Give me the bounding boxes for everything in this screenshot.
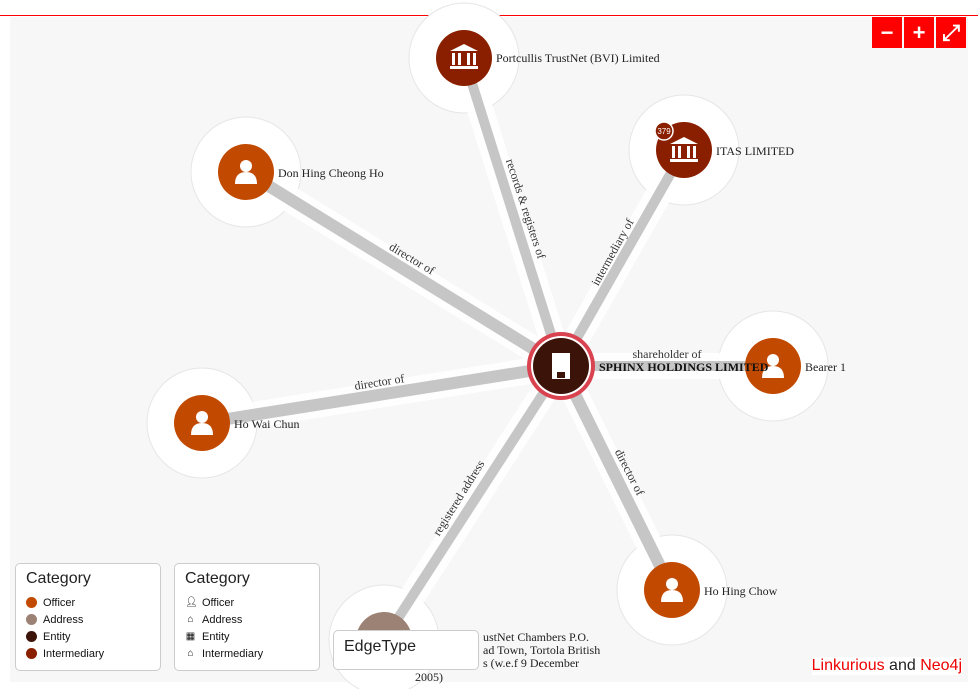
edge-type-legend: EdgeType (333, 630, 479, 670)
center-node-label: SPHINX HOLDINGS LIMITED (599, 360, 769, 374)
badge-count: 379 (657, 127, 671, 136)
legend-label: Intermediary (43, 647, 105, 660)
home-icon: ⌂ (187, 614, 194, 625)
edge-director-don[interactable] (242, 166, 565, 372)
fullscreen-button[interactable]: ⤢ (936, 17, 966, 48)
zoom-out-button[interactable]: − (872, 17, 902, 48)
credit-linkurious[interactable]: Linkurious (811, 657, 885, 674)
legend-item-entity: Entity (26, 628, 150, 645)
legend-title: EdgeType (344, 638, 417, 655)
building-icon (552, 353, 570, 379)
node-ho-hing-chow[interactable]: Ho Hing Chow (644, 562, 778, 618)
node-sphinx-center[interactable]: SPHINX HOLDINGS LIMITED (527, 332, 769, 400)
legend-label: Officer (202, 596, 235, 609)
node-bearer[interactable]: Bearer 1 (745, 338, 846, 394)
node-label: ITAS LIMITED (716, 144, 794, 158)
legend-label: Officer (43, 596, 76, 609)
legend-icon: Category 👤︎ Officer ⌂ Address ▦ Entity ⌂ Int… (174, 563, 320, 671)
credit-and: and (884, 657, 921, 674)
dot-icon (26, 631, 37, 642)
edge-director-wai[interactable] (201, 360, 562, 429)
bank-icon: ⌂ (187, 648, 194, 659)
bank-icon (450, 44, 478, 69)
user-icon (762, 354, 784, 378)
node-label: Ho Wai Chun (234, 417, 299, 431)
legend-item-address: Address (26, 611, 150, 628)
legend-title: Category (26, 570, 91, 587)
zoom-in-button[interactable]: + (904, 17, 934, 48)
count-badge (654, 121, 674, 141)
user-icon (191, 411, 213, 435)
zoom-controls: − + ⤢ (872, 17, 966, 48)
legend-label: Entity (43, 630, 71, 643)
legend-label: Address (43, 613, 84, 626)
dot-icon (26, 597, 37, 608)
credit-neo4j[interactable]: Neo4j (920, 657, 962, 674)
user-icon: 👤︎ (185, 597, 198, 608)
dot-icon (26, 614, 37, 625)
legend-item-officer: 👤︎ Officer (185, 594, 309, 611)
node-label: Bearer 1 (805, 360, 846, 374)
legend-title: Category (185, 570, 250, 587)
node-label: Ho Hing Chow (704, 584, 778, 598)
user-icon (235, 160, 257, 184)
edge-address[interactable] (379, 363, 566, 643)
node-label-line: s (w.e.f 9 December (483, 656, 579, 670)
node-itas[interactable]: 379 ITAS LIMITED (654, 121, 794, 178)
node-label: Don Hing Cheong Ho (278, 166, 384, 180)
edge-director-chow[interactable] (555, 363, 678, 593)
node-label-line: ad Town, Tortola British (483, 643, 600, 657)
edge-intermediary[interactable] (556, 147, 689, 369)
node-label-line: 2005) (415, 670, 443, 684)
legend-label: Address (202, 613, 243, 626)
edge-label: shareholder of (633, 347, 702, 361)
legend-label: Intermediary (202, 647, 264, 660)
node-label-line: ustNet Chambers P.O. (483, 630, 589, 644)
legend-item-entity: ▦ Entity (185, 628, 309, 645)
legend-item-intermediary: Intermediary (26, 645, 150, 662)
node-portcullis[interactable]: Portcullis TrustNet (BVI) Limited (436, 30, 660, 86)
node-label: Portcullis TrustNet (BVI) Limited (496, 51, 660, 65)
dot-icon (26, 648, 37, 659)
credit: Linkurious and Neo4j (811, 657, 962, 675)
building-icon: ▦ (185, 631, 196, 642)
legend-item-officer: Officer (26, 594, 150, 611)
user-icon (661, 578, 683, 602)
legend-item-address: ⌂ Address (185, 611, 309, 628)
node-ho-wai-chun[interactable]: Ho Wai Chun (174, 395, 299, 451)
legend-color: Category Officer Address Entity Intermed… (15, 563, 161, 671)
legend-item-intermediary: ⌂ Intermediary (185, 645, 309, 662)
edge-records[interactable] (459, 56, 566, 368)
node-don-hing[interactable]: Don Hing Cheong Ho (218, 144, 384, 200)
bank-icon (670, 137, 698, 162)
legend-label: Entity (202, 630, 230, 643)
